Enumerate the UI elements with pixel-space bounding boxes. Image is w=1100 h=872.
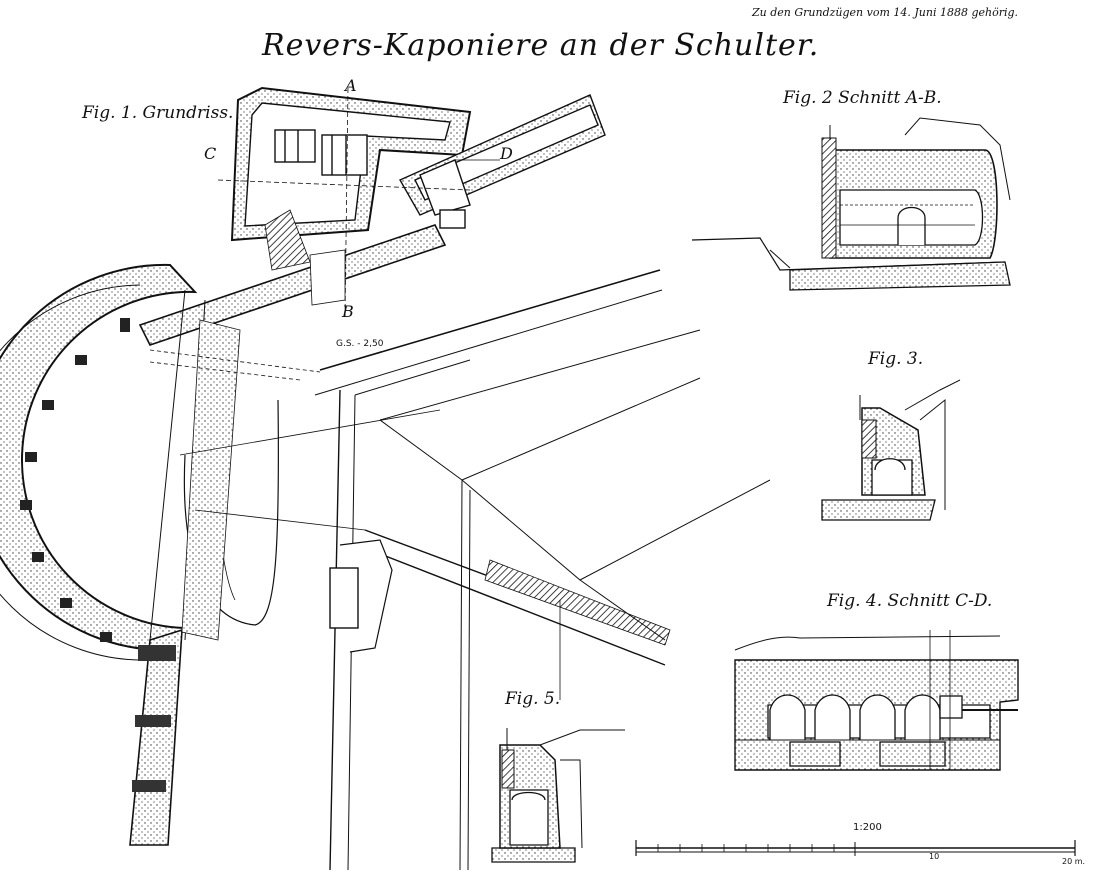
fig1-plan (0, 86, 771, 871)
fig1-caption: Fig. 1. Grundriss. (82, 103, 234, 123)
fig3-section (821, 379, 961, 521)
fig2-section-ab (691, 117, 1011, 291)
scale-ratio: 1:200 (853, 822, 882, 833)
fig4-caption: Fig. 4. Schnitt C-D. (827, 591, 993, 611)
fig3-caption: Fig. 3. (868, 349, 924, 369)
page-title: Revers-Kaponiere an der Schulter. (262, 28, 820, 63)
scale-end-label: 20 m. (1062, 857, 1086, 866)
section-mark-a: A (345, 76, 357, 95)
fig5-caption: Fig. 5. (505, 689, 561, 709)
section-mark-d: D (500, 144, 513, 163)
ground-level-label: G.S. - 2,50 (336, 339, 384, 349)
scale-mid-label: 10 (929, 852, 940, 861)
section-mark-b: B (342, 302, 354, 321)
fig4-section-cd (734, 630, 1019, 771)
drawing-note: Zu den Grundzügen vom 14. Juni 1888 gehö… (752, 6, 1019, 19)
fig5-section (491, 728, 625, 863)
scale-bar-graphic (635, 840, 1076, 856)
section-mark-c: C (204, 144, 217, 163)
fig2-caption: Fig. 2 Schnitt A-B. (783, 88, 942, 108)
